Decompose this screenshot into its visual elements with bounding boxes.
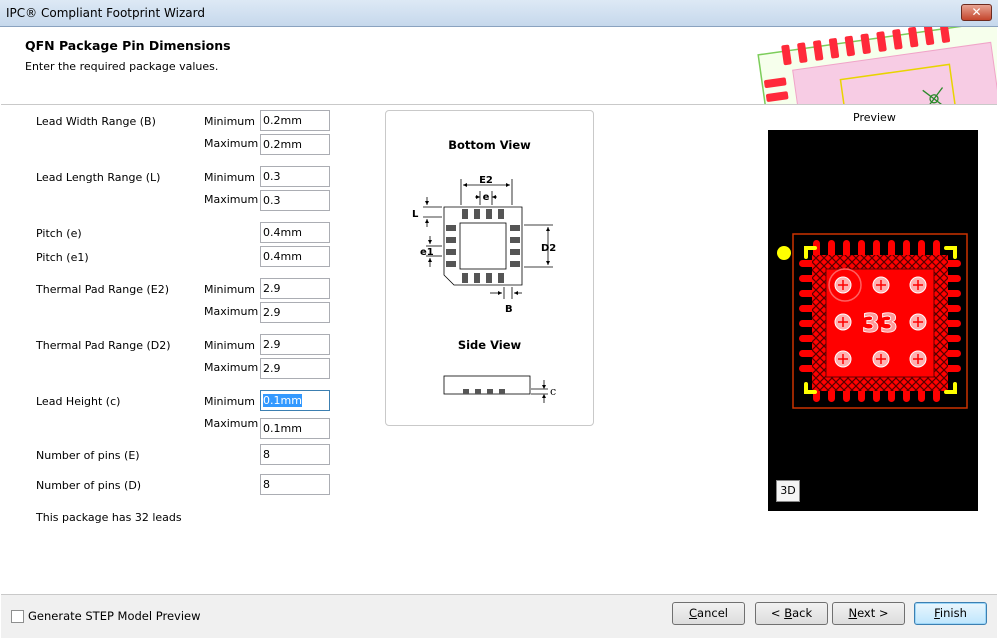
close-button[interactable]: ✕	[961, 4, 992, 21]
3d-view-button[interactable]: 3D	[776, 480, 800, 502]
lead-length-min-label: Minimum	[204, 171, 255, 184]
step-preview-checkbox[interactable]	[11, 610, 24, 623]
dim-l-label: L	[412, 209, 419, 220]
lead-width-min-label: Minimum	[204, 115, 255, 128]
back-label-pre: <	[770, 606, 785, 620]
dim-e2-label: E2	[479, 175, 493, 186]
thermal-d2-min-label: Minimum	[204, 339, 255, 352]
lead-height-min-value: 0.1mm	[263, 394, 302, 407]
footprint-preview-canvas: 33	[777, 233, 968, 409]
lead-length-max-label: Maximum	[204, 193, 259, 206]
thermal-e2-max-input[interactable]: 2.9	[260, 302, 330, 323]
side-view-drawing: c	[443, 375, 556, 403]
thermal-e2-label: Thermal Pad Range (E2)	[36, 283, 170, 296]
pins-d-label: Number of pins (D)	[36, 479, 142, 492]
wizard-header: QFN Package Pin Dimensions Enter the req…	[1, 27, 997, 105]
next-label-mnemonic: N	[848, 606, 858, 620]
pitch-e1-label: Pitch (e1)	[36, 251, 89, 264]
dim-d2-label: D2	[541, 243, 556, 254]
next-button[interactable]: Next >	[832, 602, 905, 625]
thermal-e2-min-label: Minimum	[204, 283, 255, 296]
pins-d-input[interactable]: 8	[260, 474, 330, 495]
back-label-mnemonic: B	[784, 606, 793, 620]
lead-length-label: Lead Length Range (L)	[36, 171, 161, 184]
thermal-e2-min-input[interactable]: 2.9	[260, 278, 330, 299]
lead-height-label: Lead Height (c)	[36, 395, 121, 408]
thermal-e2-max-label: Maximum	[204, 305, 259, 318]
cancel-label-mnemonic: C	[689, 606, 698, 620]
package-diagram: Bottom View	[385, 110, 594, 426]
preview-label: Preview	[853, 111, 896, 124]
dim-e1-label: e1	[420, 247, 434, 258]
lead-length-min-input[interactable]: 0.3	[260, 166, 330, 187]
back-button[interactable]: < Back	[755, 602, 828, 625]
finish-label-post: inish	[939, 606, 967, 620]
lead-width-label: Lead Width Range (B)	[36, 115, 156, 128]
window-title: IPC® Compliant Footprint Wizard	[6, 6, 205, 20]
lead-count-summary: This package has 32 leads	[36, 511, 182, 524]
pins-e-input[interactable]: 8	[260, 444, 330, 465]
bottom-view-drawing: E2 e L D2 e1 B	[412, 175, 556, 315]
page-title: QFN Package Pin Dimensions	[25, 38, 231, 53]
wizard-content: Lead Width Range (B) Minimum 0.2mm Maxim…	[1, 106, 997, 594]
thermal-d2-label: Thermal Pad Range (D2)	[36, 339, 171, 352]
cancel-button[interactable]: Cancel	[672, 602, 745, 625]
next-label-post: ext >	[857, 606, 889, 620]
cancel-label-post: ancel	[697, 606, 728, 620]
thermal-d2-max-input[interactable]: 2.9	[260, 358, 330, 379]
dim-c-label: c	[550, 385, 556, 398]
side-view-title: Side View	[457, 338, 522, 352]
lead-width-min-input[interactable]: 0.2mm	[260, 110, 330, 131]
lead-width-max-label: Maximum	[204, 137, 259, 150]
window-titlebar: IPC® Compliant Footprint Wizard ✕	[0, 0, 998, 27]
pins-e-label: Number of pins (E)	[36, 449, 140, 462]
page-subtitle: Enter the required package values.	[25, 60, 219, 73]
lead-height-max-label: Maximum	[204, 417, 259, 430]
lead-width-max-input[interactable]: 0.2mm	[260, 134, 330, 155]
thermal-d2-min-input[interactable]: 2.9	[260, 334, 330, 355]
footprint-banner-art	[757, 27, 997, 104]
pitch-e-label: Pitch (e)	[36, 227, 82, 240]
wizard-footer: Generate STEP Model Preview Cancel < Bac…	[1, 594, 997, 638]
lead-height-max-input[interactable]: 0.1mm	[260, 418, 330, 439]
thermal-d2-max-label: Maximum	[204, 361, 259, 374]
lead-height-min-label: Minimum	[204, 395, 255, 408]
footprint-preview[interactable]: 33 3D	[768, 130, 978, 511]
pitch-e-input[interactable]: 0.4mm	[260, 222, 330, 243]
finish-label-mnemonic: F	[934, 606, 940, 620]
bottom-view-title: Bottom View	[448, 138, 531, 152]
lead-length-max-input[interactable]: 0.3	[260, 190, 330, 211]
thermal-pad-number: 33	[862, 309, 898, 339]
dim-e-label: e	[483, 192, 490, 203]
back-label-post: ack	[792, 606, 813, 620]
close-icon: ✕	[971, 5, 982, 19]
lead-height-min-input[interactable]: 0.1mm	[260, 390, 330, 411]
dim-b-label: B	[505, 304, 513, 315]
step-preview-label[interactable]: Generate STEP Model Preview	[28, 609, 201, 623]
pitch-e1-input[interactable]: 0.4mm	[260, 246, 330, 267]
finish-button[interactable]: Finish	[914, 602, 987, 625]
